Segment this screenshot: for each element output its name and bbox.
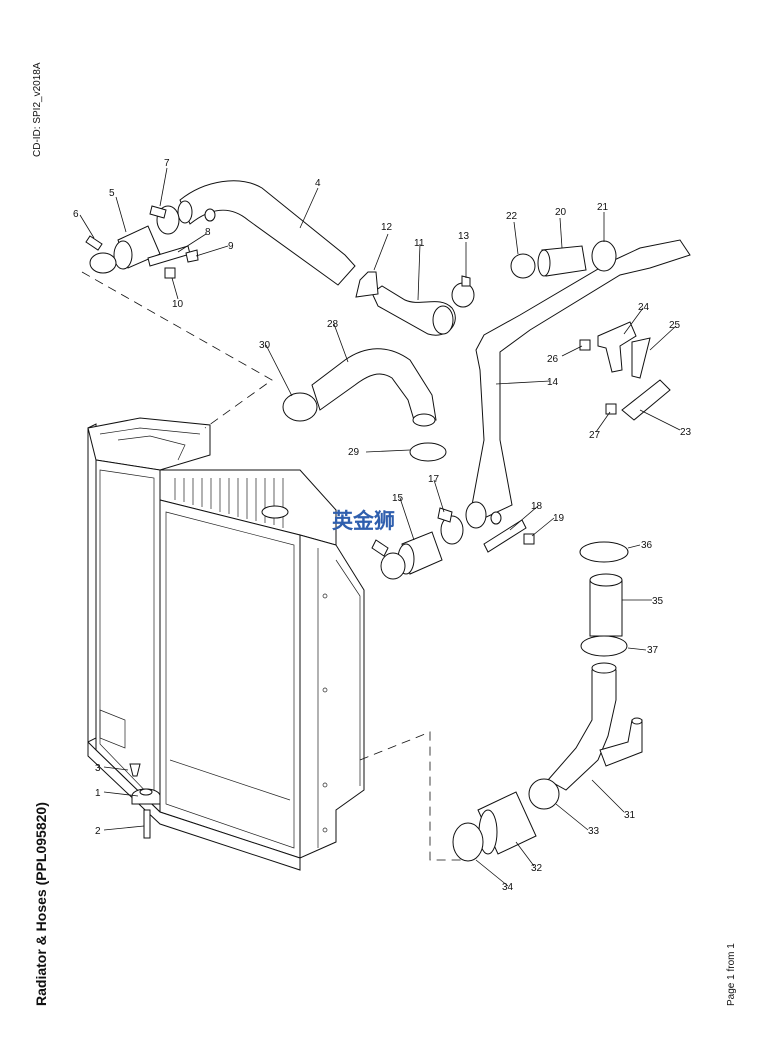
callout-31: 31 <box>624 810 636 821</box>
callout-26: 26 <box>547 354 559 365</box>
callout-2: 2 <box>95 826 101 837</box>
callout-1: 1 <box>95 788 101 799</box>
callout-5: 5 <box>109 188 115 199</box>
clamp-29 <box>409 442 447 462</box>
clamp-37 <box>580 635 628 657</box>
callout-34: 34 <box>502 882 514 893</box>
callout-32: 32 <box>531 863 543 874</box>
bracket-18 <box>483 519 527 553</box>
pipe-14-spigot <box>490 511 502 525</box>
callout-11: 11 <box>414 238 425 249</box>
bolt-9 <box>185 249 199 263</box>
clamp-21 <box>591 240 617 272</box>
sensor-12 <box>355 271 379 298</box>
hose-35 <box>589 573 623 637</box>
pipe-31-branch-end <box>631 717 643 725</box>
callout-35: 35 <box>652 596 664 607</box>
callout-24: 24 <box>638 302 650 313</box>
clamp-7 <box>149 205 180 235</box>
clamp-22 <box>510 253 536 279</box>
clamp-30 <box>282 392 318 422</box>
clamp-33 <box>528 778 560 810</box>
callout-37: 37 <box>647 645 659 656</box>
callout-numbers: 1 2 3 4 5 6 7 8 9 10 11 12 13 14 15 16 1… <box>73 158 692 893</box>
callout-12: 12 <box>381 222 393 233</box>
clamp-13 <box>451 275 475 308</box>
callout-7: 7 <box>164 158 170 169</box>
callout-29: 29 <box>348 447 360 458</box>
clamp-36 <box>579 541 629 563</box>
mount-1 <box>131 788 161 805</box>
callout-20: 20 <box>555 207 567 218</box>
hose-28-end <box>412 413 436 427</box>
clamp-6 <box>85 235 117 274</box>
bolt-2 <box>143 809 151 839</box>
hose-28 <box>311 348 437 421</box>
callout-17: 17 <box>428 474 440 485</box>
pipe-31-top <box>591 662 617 674</box>
callout-10: 10 <box>172 299 184 310</box>
callout-36: 36 <box>641 540 653 551</box>
clamp-17 <box>437 507 464 545</box>
pipe-14-end <box>465 501 487 529</box>
callout-33: 33 <box>588 826 600 837</box>
dashed-leader-top <box>81 271 273 429</box>
clamp-34 <box>452 822 484 862</box>
callout-3: 3 <box>95 763 101 774</box>
bracket-25 <box>631 337 651 379</box>
hose-20 <box>537 245 587 277</box>
pipe-31 <box>547 669 617 791</box>
bolt-26 <box>579 339 591 351</box>
callout-23: 23 <box>680 427 692 438</box>
callout-25: 25 <box>669 320 681 331</box>
watermark-logo: 英金狮 <box>332 509 395 533</box>
callout-14: 14 <box>547 377 559 388</box>
bolt-27 <box>605 403 617 415</box>
upper-hose-4 <box>177 180 356 286</box>
callout-8: 8 <box>205 227 211 238</box>
screw-3 <box>129 763 141 777</box>
callout-19: 19 <box>553 513 565 524</box>
bracket-23 <box>621 379 671 421</box>
callout-21: 21 <box>597 202 609 213</box>
hose-11-end <box>432 305 454 335</box>
callout-4: 4 <box>315 178 321 189</box>
callout-6: 6 <box>73 209 79 220</box>
hose-32 <box>477 791 537 855</box>
bolt-10 <box>164 267 176 279</box>
callout-28: 28 <box>327 319 339 330</box>
radiator-assembly <box>87 417 365 871</box>
callout-9: 9 <box>228 241 234 252</box>
callout-leaders <box>79 167 681 887</box>
callout-18: 18 <box>531 501 543 512</box>
hose-15 <box>397 531 443 575</box>
bracket-24 <box>597 321 637 373</box>
callout-30: 30 <box>259 340 271 351</box>
clamp-16 <box>371 539 406 580</box>
pipe-14 <box>471 239 691 521</box>
dashed-leader-bottom <box>359 731 470 861</box>
callout-27: 27 <box>589 430 601 441</box>
callout-13: 13 <box>458 231 470 242</box>
bolt-19 <box>523 533 535 545</box>
callout-15: 15 <box>392 493 404 504</box>
callout-22: 22 <box>506 211 518 222</box>
